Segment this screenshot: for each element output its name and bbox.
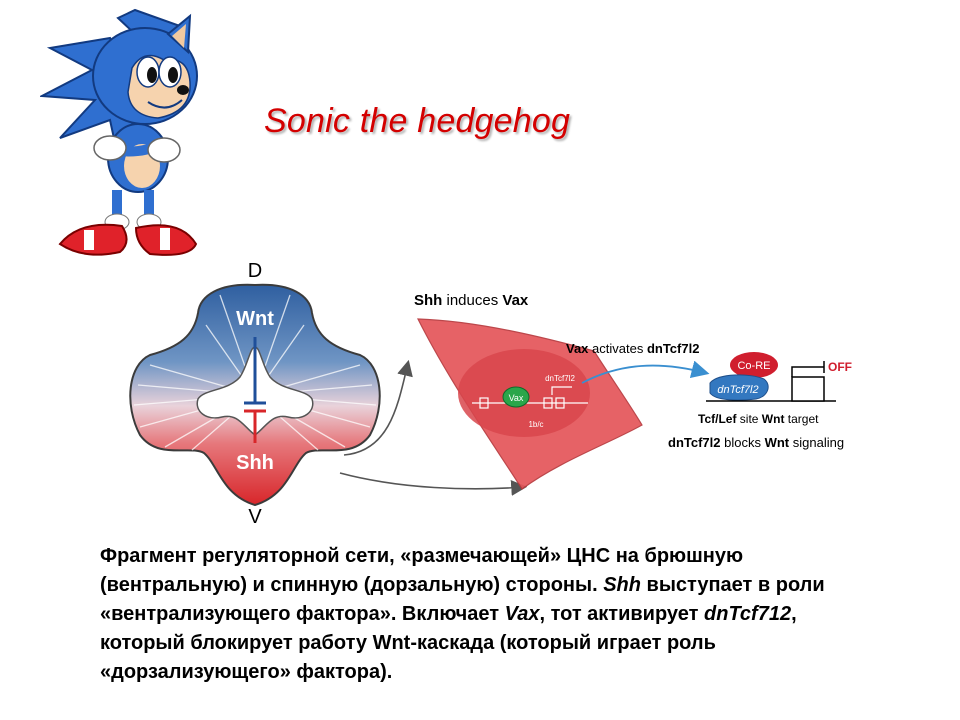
dna-box-1 — [479, 397, 489, 409]
ventral-dorsal-patterning-diagram: D Wnt Shh V — [129, 260, 852, 525]
caption-part-3: , тот активирует — [539, 603, 705, 625]
shh-label: Shh — [236, 452, 274, 474]
arrow-shh-to-panel-bottom — [339, 472, 528, 496]
ventral-label: V — [248, 506, 262, 525]
slide-caption: Фрагмент регуляторной сети, «размечающей… — [100, 542, 860, 687]
dntcf-label: dnTcf7l2 — [717, 384, 758, 396]
vax-small-label: Vax — [509, 393, 524, 403]
vax-protein — [502, 386, 530, 408]
repression-complex: Co-RE dnTcf7l2 OFF Tcf/Lef site Wnt targ… — [668, 352, 852, 450]
dntcf-small-label: dnTcf7l2 — [545, 374, 575, 383]
arrow-vax-to-dntcf — [581, 360, 710, 384]
caption-part-2: выступает в роли «вентрализующего фактор… — [100, 574, 825, 625]
promoter-block — [791, 366, 824, 377]
cell-panel: Shh induces Vax Vax dnTcf7l2 1b/c — [414, 292, 643, 490]
caption-dntcf: dnTcf712 — [704, 603, 792, 625]
caption-part-4: , который блокирует работу Wnt-каскада (… — [100, 603, 797, 683]
wnt-label: Wnt — [236, 308, 274, 330]
shh-induces-vax-heading: Shh induces Vax — [414, 292, 529, 309]
transcription-arrow — [551, 386, 572, 395]
caption-part-1: Фрагмент регуляторной сети, «размечающей… — [100, 545, 744, 596]
dna-box-3 — [555, 397, 565, 409]
neural-tube-section: D Wnt Shh V — [129, 260, 381, 525]
caption-shh: Shh — [603, 574, 641, 596]
vax-activates-label: Vax activates dnTcf7l2 — [566, 341, 699, 356]
site-1bc-label: 1b/c — [528, 420, 543, 429]
target-gene-box — [791, 376, 825, 402]
core-protein — [730, 352, 778, 378]
core-label: Co-RE — [737, 360, 770, 372]
dna-box-2 — [543, 397, 553, 409]
site-target-label: Tcf/Lef site Wnt target — [698, 412, 819, 426]
slide-title: Sonic the hedgehog — [264, 102, 571, 140]
dorsal-label: D — [248, 260, 262, 282]
blocks-signaling-label: dnTcf7l2 blocks Wnt signaling — [668, 435, 844, 450]
dntcf-protein — [709, 374, 769, 401]
arrow-shh-to-panel-top — [343, 359, 413, 456]
caption-vax: Vax — [504, 603, 540, 625]
off-label: OFF — [828, 360, 852, 374]
hedgehog-mascot-illustration — [40, 8, 198, 256]
